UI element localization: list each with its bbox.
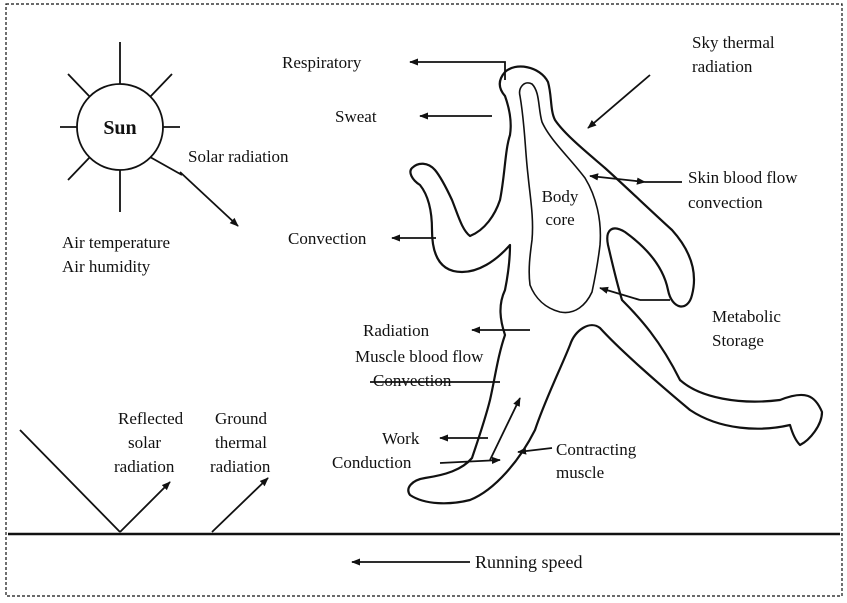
ground-thermal-arrow — [212, 478, 268, 532]
contracting-label-1: Contracting — [556, 440, 637, 459]
storage-label: Storage — [712, 331, 764, 350]
air-temperature-label: Air temperature — [62, 233, 170, 252]
convection-label: Convection — [288, 229, 367, 248]
conduction-label: Conduction — [332, 453, 412, 472]
frame-border — [6, 4, 842, 596]
running-speed-label: Running speed — [475, 552, 583, 572]
sky-thermal-arrow — [588, 75, 650, 128]
body-core-label-2: core — [545, 210, 574, 229]
respiratory-arrow — [410, 62, 505, 80]
incoming-solar-ray — [20, 430, 120, 532]
reflected-label-3: radiation — [114, 457, 175, 476]
metabolic-label: Metabolic — [712, 307, 781, 326]
skin-blood-flow-label-1: Skin blood flow — [688, 168, 798, 187]
contracting-label-2: muscle — [556, 463, 604, 482]
muscle-blood-flow-label-1: Muscle blood flow — [355, 347, 484, 366]
ground-label-3: radiation — [210, 457, 271, 476]
work-label: Work — [382, 429, 420, 448]
skin-blood-flow-arrow — [590, 176, 645, 182]
solar-radiation-label: Solar radiation — [188, 147, 289, 166]
reflected-label-1: Reflected — [118, 409, 184, 428]
muscle-blood-flow-arrow — [490, 398, 520, 460]
solar-radiation-arrow — [180, 172, 238, 226]
respiratory-label: Respiratory — [282, 53, 362, 72]
sun-label: Sun — [103, 117, 136, 139]
reflected-label-2: solar — [128, 433, 161, 452]
muscle-blood-flow-label-2: Convection — [373, 371, 452, 390]
reflected-solar-arrow — [120, 482, 170, 532]
sky-thermal-label-1: Sky thermal — [692, 33, 775, 52]
ground-label-2: thermal — [215, 433, 267, 452]
sweat-label: Sweat — [335, 107, 377, 126]
skin-blood-flow-label-2: convection — [688, 193, 763, 212]
sky-thermal-label-2: radiation — [692, 57, 753, 76]
radiation-label: Radiation — [363, 321, 430, 340]
body-core-label-1: Body — [542, 187, 579, 206]
air-humidity-label: Air humidity — [62, 257, 151, 276]
ground-label-1: Ground — [215, 409, 267, 428]
